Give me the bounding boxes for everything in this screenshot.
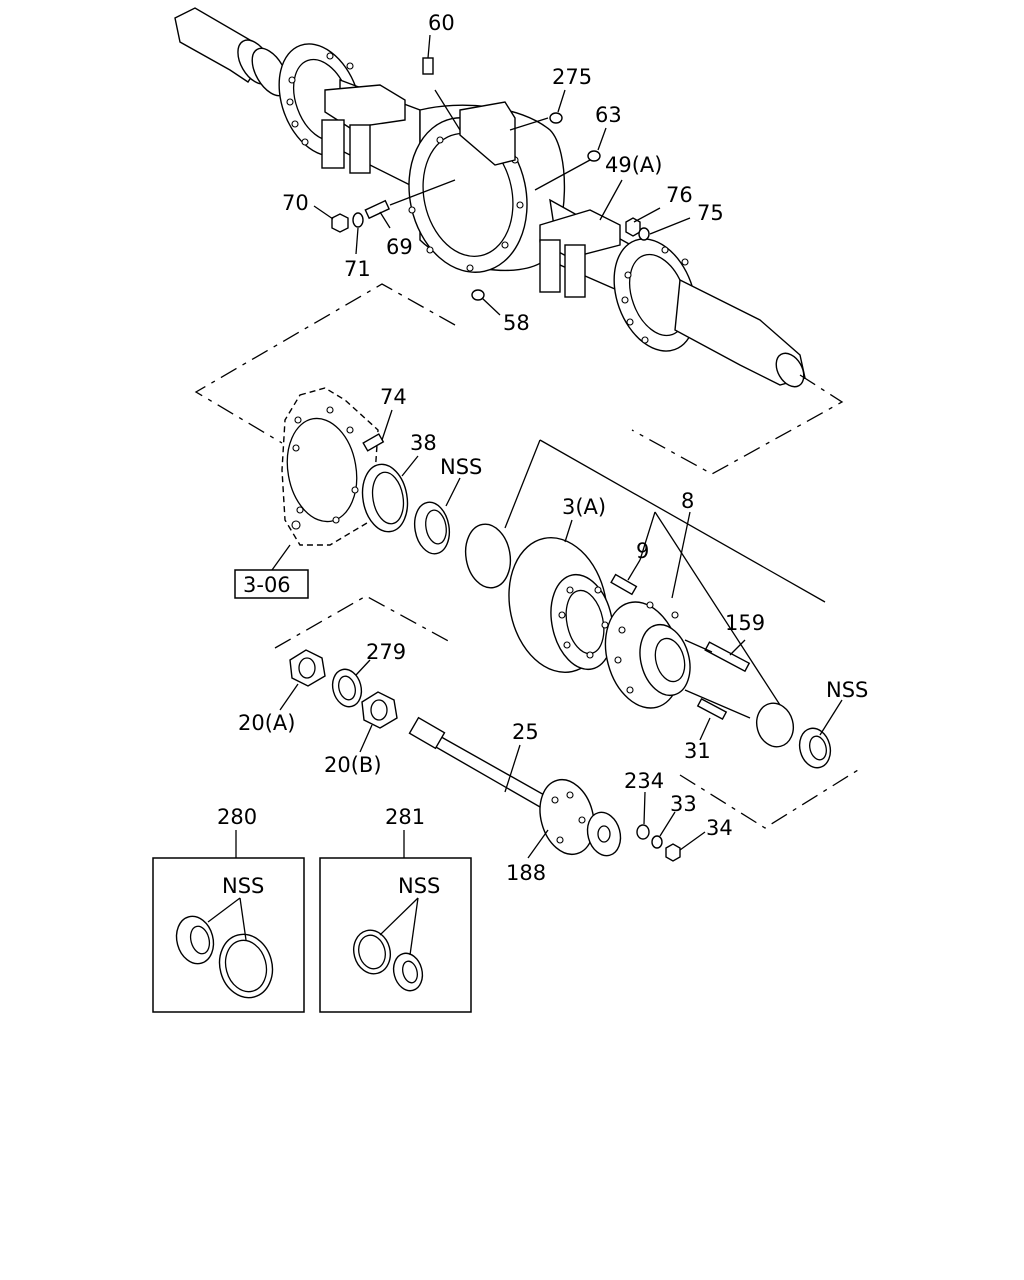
callout-9: 9: [636, 539, 649, 563]
part-234: [636, 824, 650, 840]
bearing-nss-2: [798, 727, 832, 769]
callout-63: 63: [595, 103, 622, 127]
callout-20b: 20(B): [324, 753, 382, 777]
nuts-group: [279, 649, 398, 753]
nut-20b: [361, 691, 398, 729]
bearing-race-2: [756, 702, 794, 748]
housing-hardware: [331, 57, 650, 301]
part-74: [362, 433, 385, 452]
seal-38-and-bearings: [361, 409, 826, 603]
callout-70: 70: [282, 191, 309, 215]
hub-8: [604, 511, 843, 769]
kit-280: [152, 830, 305, 1013]
axle-shaft-25: [408, 716, 706, 862]
part-71: [352, 212, 364, 228]
part-9: [610, 573, 638, 596]
callout-159: 159: [725, 611, 765, 635]
part-69: [364, 199, 391, 220]
callout-69: 69: [386, 235, 413, 259]
part-38: [361, 463, 409, 533]
part-63: [587, 150, 601, 162]
part-70: [331, 213, 349, 233]
washer-279: [331, 668, 363, 708]
callout-188: 188: [506, 861, 546, 885]
part-159: [704, 641, 751, 673]
part-60: [422, 57, 434, 75]
part-275: [549, 112, 563, 124]
bearing-nss: [413, 501, 451, 555]
callout-labels: 60 275 63 49(A) 76 75 70 69 71 58 74 38 …: [217, 11, 868, 898]
callout-75: 75: [697, 201, 724, 225]
callout-58: 58: [503, 311, 530, 335]
part-75: [638, 227, 650, 241]
part-33: [651, 835, 663, 849]
callout-234: 234: [624, 769, 664, 793]
callout-3-06: 3-06: [243, 573, 291, 597]
callout-nss-4: NSS: [398, 874, 440, 898]
kit-281: [319, 830, 472, 1013]
callout-34: 34: [706, 816, 733, 840]
callout-275: 275: [552, 65, 592, 89]
callout-74: 74: [380, 385, 407, 409]
bearing-race: [464, 523, 512, 589]
callout-279: 279: [366, 640, 406, 664]
callout-8: 8: [681, 489, 694, 513]
part-58: [471, 289, 485, 301]
callout-71: 71: [344, 257, 371, 281]
callout-nss-3: NSS: [222, 874, 264, 898]
callout-31: 31: [684, 739, 711, 763]
part-34: [665, 843, 681, 862]
part-76: [625, 217, 641, 237]
callout-20a: 20(A): [238, 711, 295, 735]
callout-280: 280: [217, 805, 257, 829]
nut-20a: [289, 649, 326, 687]
callout-3a: 3(A): [562, 495, 606, 519]
callout-38: 38: [410, 431, 437, 455]
axle-housing: [174, 7, 806, 388]
brake-drum-3a: [508, 519, 614, 673]
callout-281: 281: [385, 805, 425, 829]
callout-60: 60: [428, 11, 455, 35]
callout-nss-1: NSS: [440, 455, 482, 479]
part-31: [696, 697, 728, 721]
callout-76: 76: [666, 183, 693, 207]
callout-25: 25: [512, 720, 539, 744]
brake-plate-3-06: [234, 387, 379, 599]
leaders-top: [313, 34, 691, 316]
callout-nss-2: NSS: [826, 678, 868, 702]
callout-33: 33: [670, 792, 697, 816]
dash-frames: [194, 283, 859, 829]
callout-49a: 49(A): [605, 153, 662, 177]
